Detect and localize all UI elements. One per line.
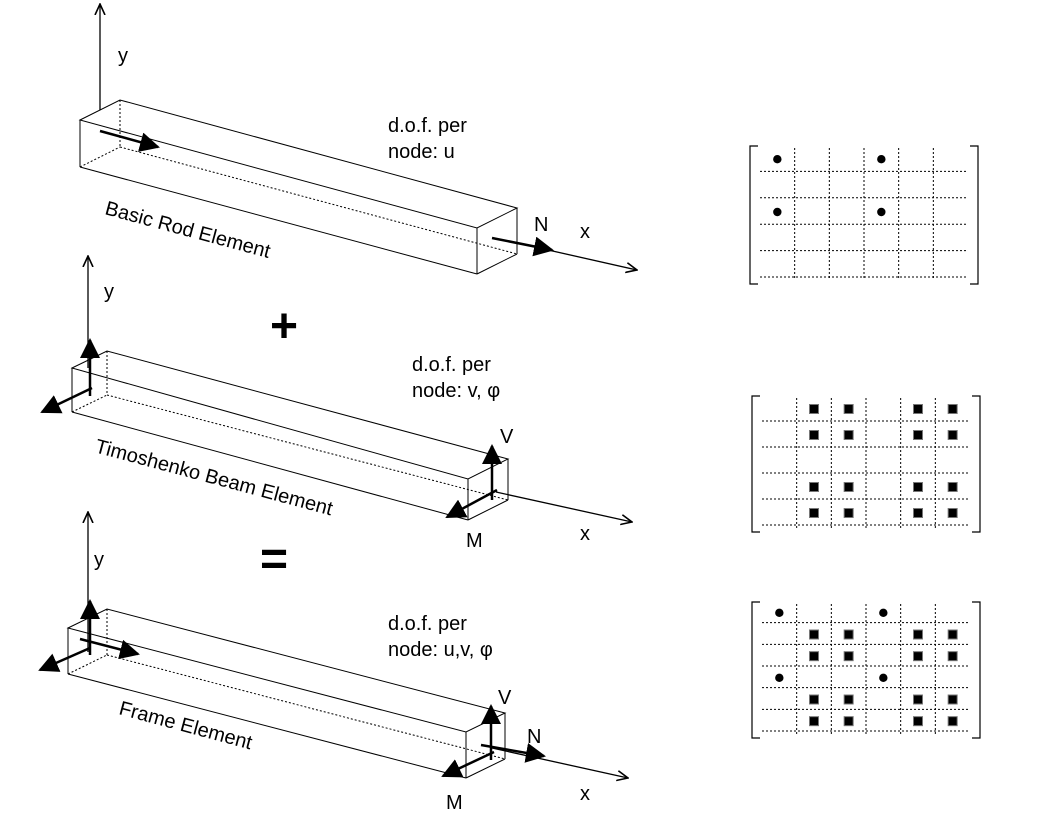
matrix-entry-square xyxy=(809,404,819,414)
beam-dof-line1: d.o.f. per xyxy=(412,354,491,376)
beam-element-name: Timoshenko Beam Element xyxy=(93,436,336,521)
matrix-entry-dot xyxy=(879,673,888,683)
frame-start-axial-arrow xyxy=(79,637,140,660)
frame-y-label: y xyxy=(94,549,104,571)
beam-dof-line2: node: v, φ xyxy=(412,380,500,402)
frame-force-label: N xyxy=(527,726,541,748)
matrix-entry-square xyxy=(809,508,819,518)
matrix-entry-square xyxy=(947,508,958,518)
matrix-entry-square xyxy=(843,430,854,440)
matrix-entry-square xyxy=(843,629,854,640)
matrix-entry-dot xyxy=(773,155,782,164)
matrix-entry-square xyxy=(809,651,819,662)
beam-shear-label: V xyxy=(500,426,514,448)
matrix-entry-square xyxy=(913,482,923,492)
matrix-entry-dot xyxy=(879,608,888,618)
beam-end-rotation-arrow xyxy=(445,488,498,519)
rod-y-label: y xyxy=(118,45,128,67)
matrix-entry-square xyxy=(947,716,958,727)
frame-moment-label: M xyxy=(446,792,463,814)
frame-start-rotation-arrow xyxy=(38,646,91,672)
matrix-right-bracket xyxy=(970,145,979,285)
plus-operator: + xyxy=(270,300,298,353)
beam-x-label: x xyxy=(580,523,590,545)
matrix-entry-square xyxy=(809,694,819,705)
frame-dof-line2: node: u,v, φ xyxy=(388,639,493,661)
rod-dof-line1: d.o.f. per xyxy=(388,115,467,137)
matrix-entry-square xyxy=(913,629,923,640)
rod-box xyxy=(78,99,519,275)
matrix-entry-square xyxy=(809,716,819,727)
frame-end-rotation-arrow xyxy=(441,750,495,778)
frame-dof-line1: d.o.f. per xyxy=(388,613,467,635)
matrix-entry-square xyxy=(947,482,958,492)
matrix-entry-square xyxy=(809,629,819,640)
matrix-entry-dot xyxy=(775,673,784,683)
beam-moment-label: M xyxy=(466,530,483,552)
matrix-left-bracket xyxy=(749,145,758,285)
beam-y-label: y xyxy=(104,281,114,303)
matrix-entry-square xyxy=(809,482,819,492)
matrix-entry-dot xyxy=(773,207,782,217)
frame-element-name: Frame Element xyxy=(117,698,255,755)
frame-x-axis xyxy=(491,747,628,778)
frame-shear-label: V xyxy=(498,687,512,709)
beam-start-rotation-arrow xyxy=(40,386,93,414)
matrix-entry-square xyxy=(947,629,958,640)
matrix-entry-square xyxy=(843,716,854,727)
matrix-right-bracket xyxy=(972,395,981,533)
rod-x-label: x xyxy=(580,221,590,243)
rod-force-label: N xyxy=(534,214,548,236)
beam-element: y x V M d.o.f. per node: v, φ Timoshenko… xyxy=(40,256,632,552)
matrix-entry-square xyxy=(947,404,958,414)
equals-operator: = xyxy=(260,533,288,586)
rod-dof-line2: node: u xyxy=(388,141,455,163)
beam-stiffness-matrix xyxy=(751,395,981,533)
frame-end-axial-arrow xyxy=(480,743,546,763)
matrix-entry-square xyxy=(947,430,958,440)
matrix-right-bracket xyxy=(972,601,981,739)
frame-x-label: x xyxy=(580,783,590,805)
matrix-entry-dot xyxy=(877,155,886,164)
frame-element: y x V N M d.o.f. per node: u,v, φ Frame … xyxy=(38,512,628,814)
matrix-entry-square xyxy=(913,716,923,727)
matrix-entry-square xyxy=(843,404,854,414)
matrix-entry-square xyxy=(809,430,819,440)
matrix-entry-square xyxy=(913,651,923,662)
matrix-entry-square xyxy=(843,508,854,518)
matrix-left-bracket xyxy=(751,395,760,533)
matrix-entry-square xyxy=(913,430,923,440)
matrix-entry-square xyxy=(947,651,958,662)
matrix-entry-square xyxy=(913,404,923,414)
beam-x-axis xyxy=(495,491,632,522)
matrix-entry-dot xyxy=(877,207,886,217)
rod-axial-force-arrow xyxy=(491,236,554,257)
matrix-entry-square xyxy=(843,482,854,492)
rod-element: y x N d.o.f. per node: u Basic Rod Eleme… xyxy=(78,4,637,275)
matrix-left-bracket xyxy=(751,601,760,739)
matrix-entry-dot xyxy=(775,608,784,618)
matrix-entry-square xyxy=(843,651,854,662)
frame-stiffness-matrix xyxy=(751,601,981,739)
matrix-entry-square xyxy=(913,694,923,705)
rod-stiffness-matrix xyxy=(749,145,979,285)
rod-element-name: Basic Rod Element xyxy=(103,198,273,263)
matrix-entry-square xyxy=(913,508,923,518)
matrix-entry-square xyxy=(947,694,958,705)
matrix-entry-square xyxy=(843,694,854,705)
rod-start-dof-arrow xyxy=(99,129,160,152)
